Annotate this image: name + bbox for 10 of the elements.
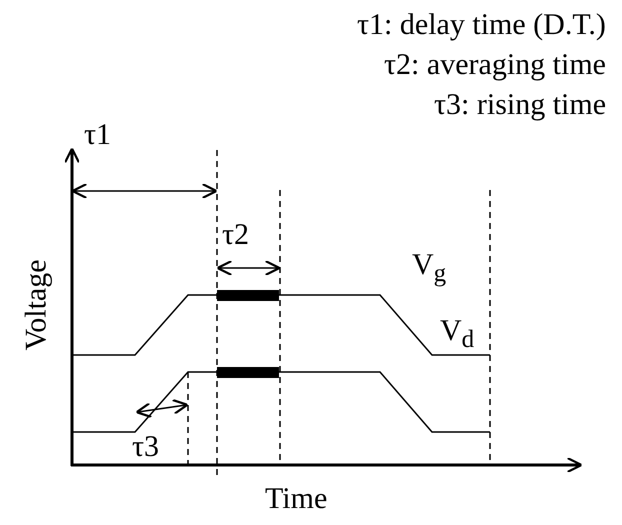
curve-label: V$_{g}$ — [412, 250, 446, 286]
dimension-label: τ2 — [222, 220, 250, 250]
definition-text: τ2: averaging time — [384, 50, 606, 80]
definition-text: τ3: rising time — [434, 90, 606, 120]
definition-text: τ1: delay time (D.T.) — [357, 10, 606, 40]
dimension-label: τ3 — [132, 432, 160, 462]
axis-label: Time — [265, 484, 328, 514]
axis-label: Voltage — [21, 259, 52, 351]
dimension-label: τ1 — [84, 120, 112, 150]
curve-label: V$_{d}$ — [440, 316, 474, 352]
